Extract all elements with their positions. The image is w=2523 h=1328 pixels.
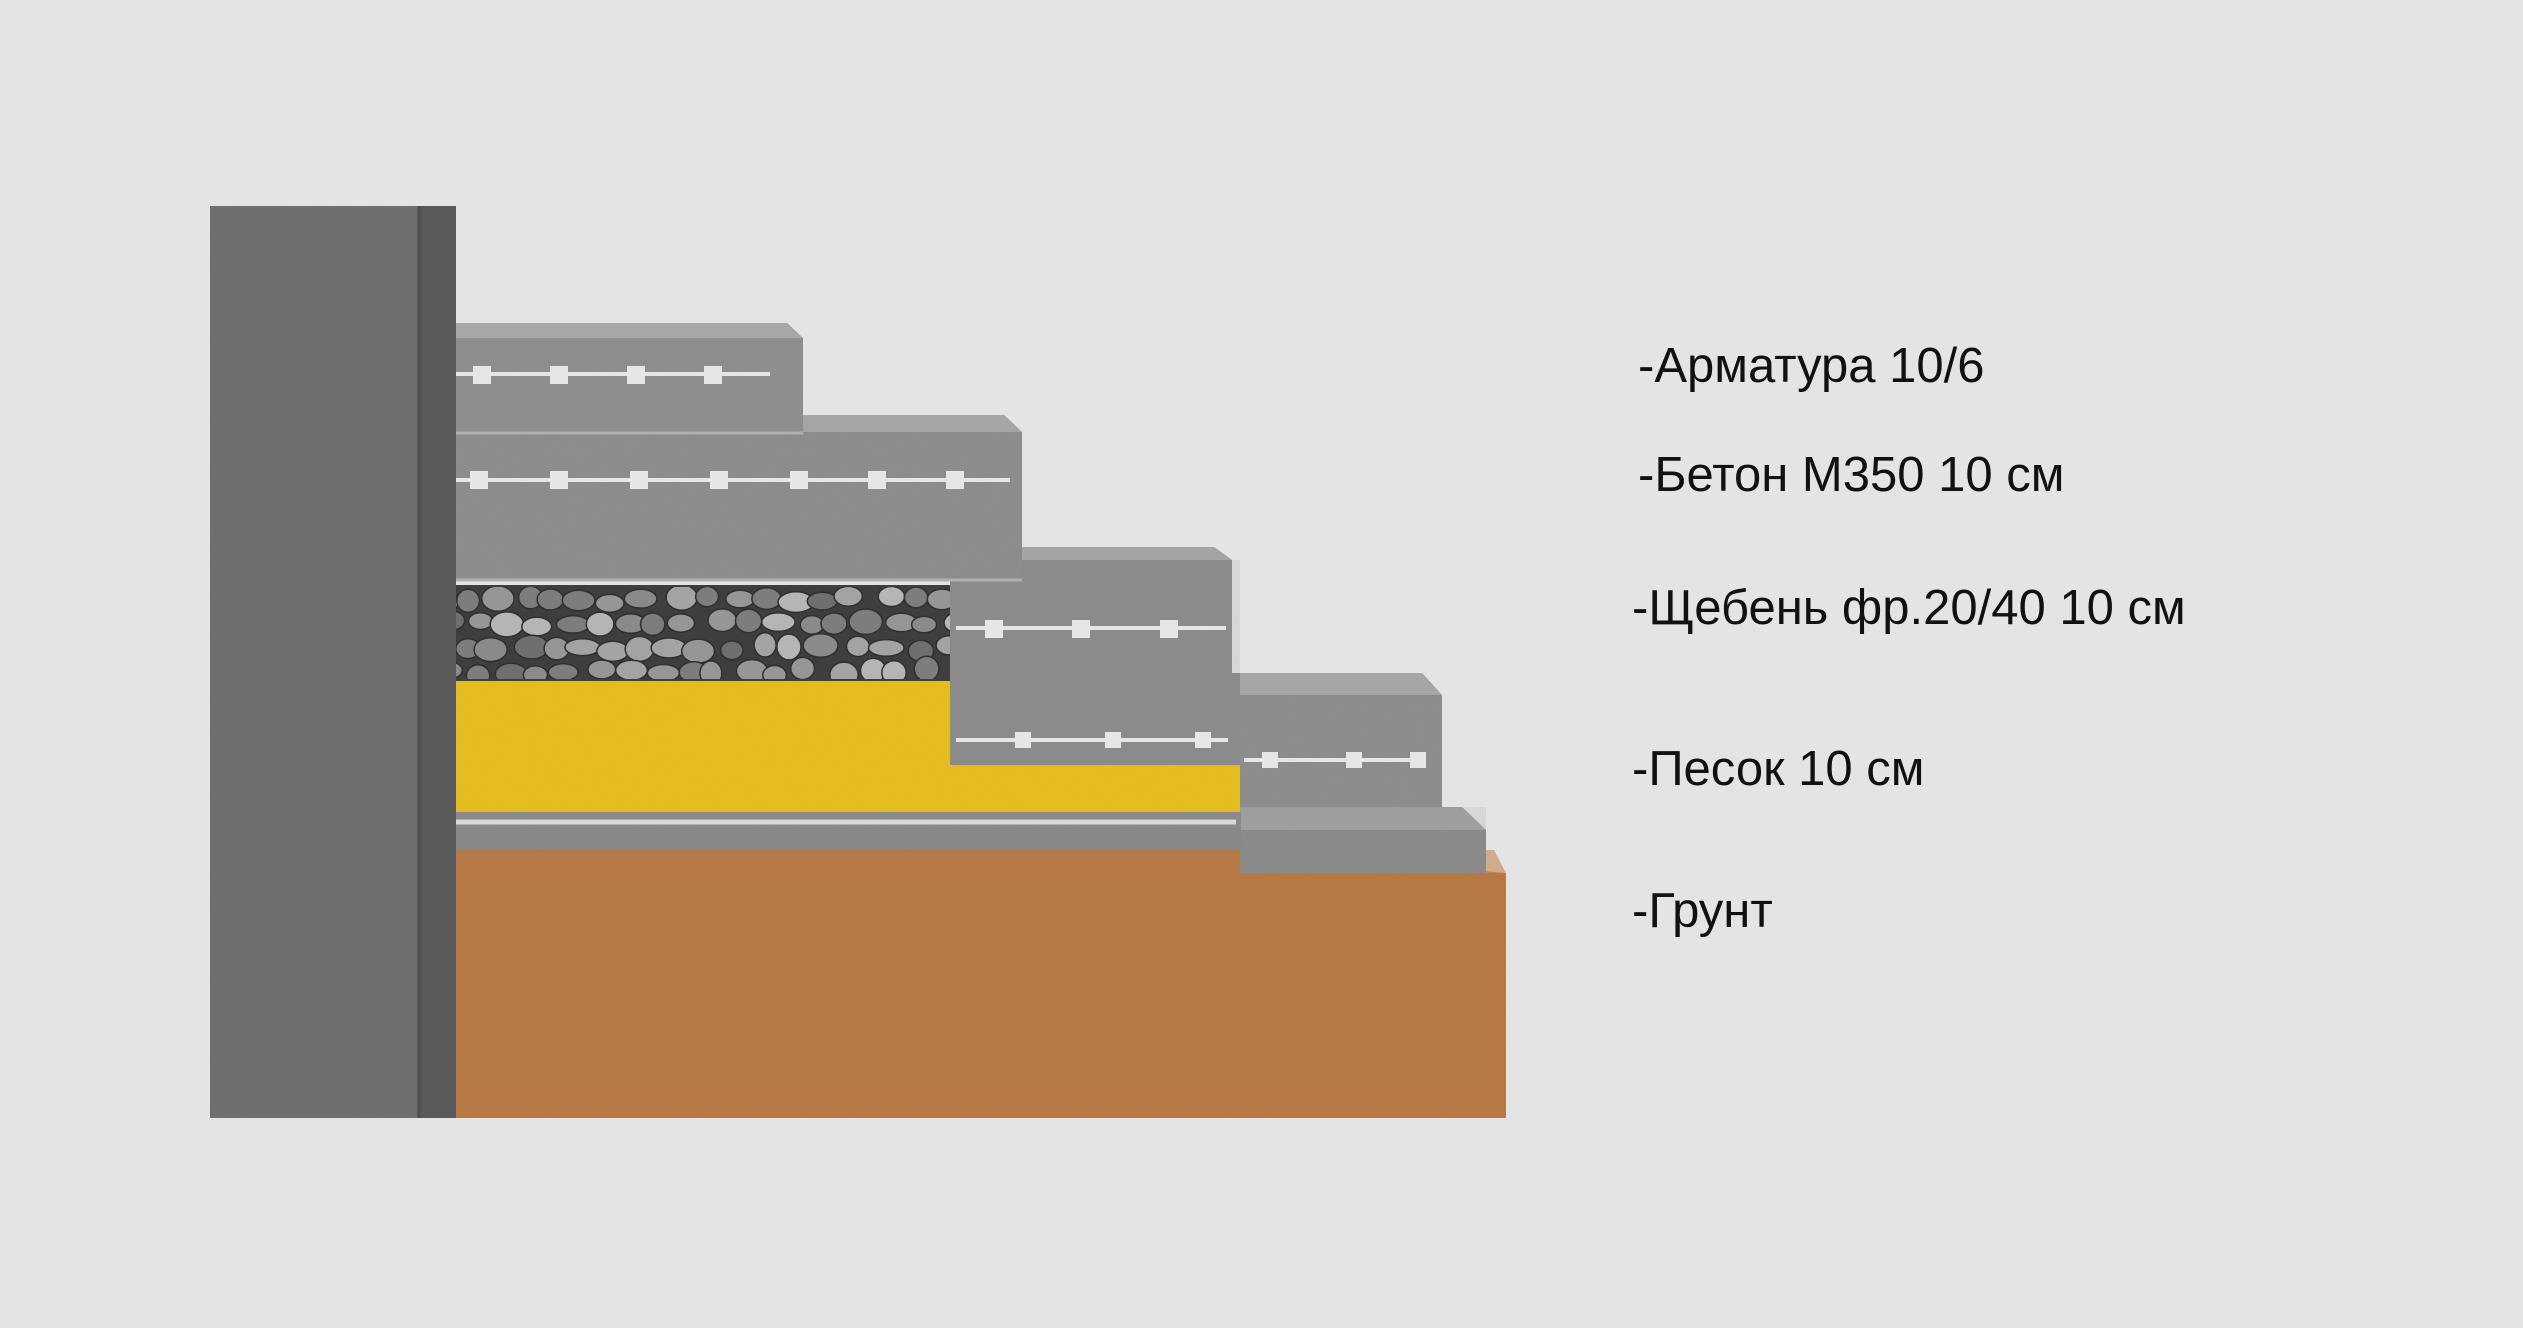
gravel-stone	[561, 589, 596, 612]
lower-concrete-steps	[1240, 673, 1486, 873]
gravel-stone	[536, 588, 565, 611]
gravel-stone	[719, 640, 744, 661]
gravel-stone	[725, 589, 756, 609]
gravel-stone	[489, 611, 525, 638]
gravel-stone	[465, 663, 491, 679]
gravel-stone	[903, 587, 929, 609]
gravel-stone	[455, 588, 481, 614]
gravel-stone	[639, 612, 666, 637]
gravel-stone	[829, 661, 859, 679]
concrete-wall	[210, 206, 456, 1118]
gravel-stone	[867, 638, 905, 657]
gravel-stone	[467, 611, 494, 631]
gravel-stone	[555, 615, 591, 634]
gravel-stone	[926, 588, 950, 611]
gravel-stone	[762, 664, 788, 679]
concrete-slab-2	[423, 415, 1022, 582]
gravel-stone	[877, 587, 906, 608]
gravel-stone	[585, 611, 615, 637]
gravel-stone	[943, 613, 950, 632]
gravel-stone	[707, 608, 738, 633]
gravel-stone	[564, 638, 601, 657]
gravel-stone	[881, 660, 907, 679]
gravel-stone	[820, 612, 848, 635]
gravel-stone	[776, 633, 802, 661]
gravel-stone	[521, 616, 553, 637]
gravel-stone	[666, 613, 696, 633]
gravel-stone	[699, 660, 723, 679]
gravel-stone	[833, 587, 864, 607]
gravel-stone	[845, 635, 871, 658]
gravel-stone	[587, 659, 617, 679]
soil-layer	[419, 850, 1506, 1118]
gravel-stone	[646, 663, 681, 679]
gravel-stone	[614, 659, 649, 679]
gravel-stone	[522, 665, 549, 679]
gravel-stone	[665, 587, 699, 611]
gravel-stone	[806, 591, 839, 611]
gravel-stone	[596, 640, 630, 663]
gravel-stone	[547, 662, 579, 679]
gravel-stone	[760, 612, 796, 633]
gravel-stone	[799, 614, 825, 635]
gravel-stone	[680, 638, 716, 664]
gravel-stone	[802, 632, 839, 659]
sand-layer	[423, 681, 1240, 812]
gravel-stone	[594, 593, 625, 613]
gravel-stone	[848, 608, 884, 636]
gravel-stone	[473, 636, 508, 663]
gravel-layer	[423, 585, 950, 681]
gravel-stone	[694, 587, 720, 608]
gravel-stone	[480, 587, 515, 613]
gravel-stone	[789, 656, 816, 679]
membrane-strip	[419, 812, 1241, 850]
gravel-stone	[623, 588, 658, 609]
gravel-stone	[734, 608, 763, 634]
gravel-stone	[751, 587, 783, 611]
gravel-stone	[910, 615, 938, 634]
gravel-stone	[624, 635, 655, 663]
gravel-stone	[935, 634, 950, 656]
gravel-stone	[753, 632, 777, 658]
concrete-slab-1	[423, 323, 803, 435]
gravel-stone	[913, 655, 940, 679]
middle-concrete-block	[950, 547, 1240, 765]
